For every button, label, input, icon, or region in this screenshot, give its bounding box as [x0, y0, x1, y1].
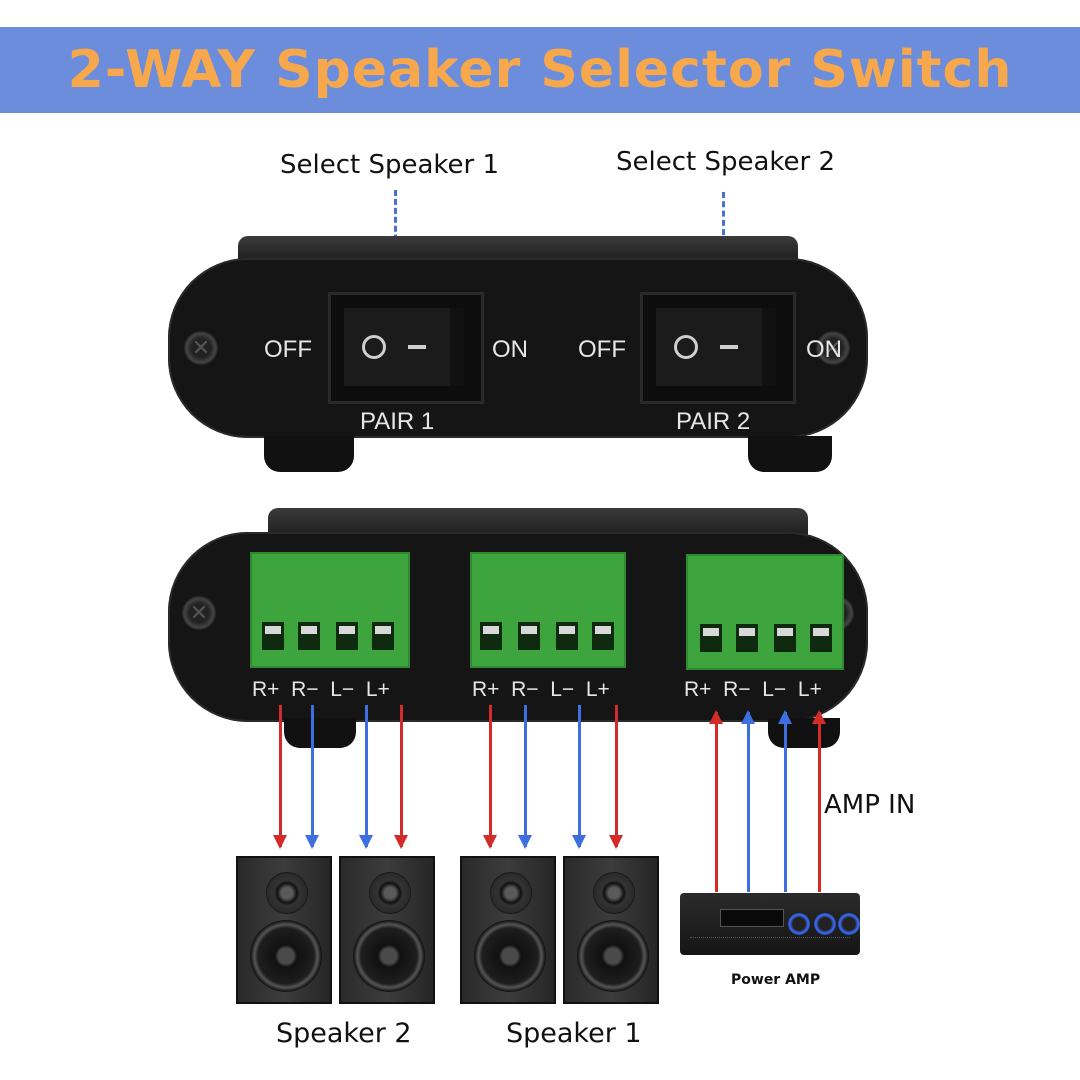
amp-display	[720, 909, 784, 927]
label-l-minus: L−	[330, 678, 355, 701]
label-r-plus: R+	[472, 678, 500, 701]
speaker-icon	[339, 856, 435, 1004]
screw-icon: ✕	[816, 331, 850, 365]
terminal-slot[interactable]	[480, 622, 502, 650]
on-symbol-icon	[720, 345, 738, 349]
wire-r-plus-down-arrow-icon	[483, 705, 497, 849]
device-foot	[748, 436, 832, 472]
off-symbol-icon	[362, 335, 386, 359]
tweeter	[266, 872, 308, 914]
knob-icon	[814, 913, 836, 935]
label-l-plus: L+	[585, 678, 610, 701]
speaker-icon	[460, 856, 556, 1004]
power-amp-icon	[680, 893, 860, 955]
screw-icon: ✕	[182, 596, 216, 630]
terminal-1-labels: R+ R− L− L+	[252, 678, 390, 702]
knob-icon	[838, 913, 860, 935]
woofer	[250, 920, 322, 992]
wire-r-minus-down-arrow-icon	[518, 705, 532, 849]
label-r-plus: R+	[684, 678, 712, 701]
terminal-block-3[interactable]	[686, 554, 844, 670]
terminal-slot[interactable]	[262, 622, 284, 650]
terminal-block-2[interactable]	[470, 552, 626, 668]
label-r-minus: R−	[723, 678, 751, 701]
tweeter	[490, 872, 532, 914]
switch-1-on-label: ON	[492, 336, 528, 363]
terminal-slot[interactable]	[372, 622, 394, 650]
woofer	[353, 920, 425, 992]
wire-r-minus-down-arrow-icon	[305, 705, 319, 849]
callout-select-speaker-2: Select Speaker 2	[616, 147, 836, 177]
terminal-slot[interactable]	[556, 622, 578, 650]
wire-l-minus-down-arrow-icon	[572, 705, 586, 849]
front-device: ✕ ✕ OFF ON PAIR 1 OFF ON PAIR 2	[168, 236, 868, 476]
speaker-icon	[236, 856, 332, 1004]
label-r-minus: R−	[511, 678, 539, 701]
terminal-slot[interactable]	[298, 622, 320, 650]
terminal-slot[interactable]	[700, 624, 722, 652]
wire-l-minus-down-arrow-icon	[359, 705, 373, 849]
wire-amp-l-minus-up-arrow-icon	[778, 710, 792, 892]
terminal-block-1[interactable]	[250, 552, 410, 668]
speaker-2-caption: Speaker 2	[276, 1018, 412, 1049]
wire-r-plus-down-arrow-icon	[273, 705, 287, 849]
amp-in-label: AMP IN	[824, 790, 916, 820]
terminal-slot[interactable]	[518, 622, 540, 650]
pair-1-rocker-switch[interactable]	[344, 308, 464, 386]
wire-amp-r-plus-up-arrow-icon	[709, 710, 723, 892]
terminal-slot[interactable]	[774, 624, 796, 652]
terminal-slot[interactable]	[592, 622, 614, 650]
screw-icon: ✕	[184, 331, 218, 365]
amp-controls-row	[690, 937, 850, 944]
device-foot	[284, 718, 356, 748]
switch-1-off-label: OFF	[264, 336, 312, 363]
device-top-face	[238, 236, 798, 262]
pair-1-label: PAIR 1	[360, 408, 435, 435]
wire-amp-l-plus-up-arrow-icon	[812, 710, 826, 892]
knob-icon	[788, 913, 810, 935]
terminal-slot[interactable]	[336, 622, 358, 650]
wire-amp-r-minus-up-arrow-icon	[741, 710, 755, 892]
woofer	[474, 920, 546, 992]
label-r-minus: R−	[291, 678, 319, 701]
tweeter	[369, 872, 411, 914]
title-banner: 2-WAY Speaker Selector Switch	[0, 27, 1080, 113]
back-device: ✕ ✕ R+ R− L− L+ R+ R− L− L+ R+ R− L−	[168, 508, 868, 748]
label-l-plus: L+	[365, 678, 390, 701]
label-l-plus: L+	[797, 678, 822, 701]
switch-2-off-label: OFF	[578, 336, 626, 363]
speaker-1-caption: Speaker 1	[506, 1018, 642, 1049]
terminal-3-labels: R+ R− L− L+	[684, 678, 822, 702]
switch-2-on-label: ON	[806, 336, 842, 363]
label-l-minus: L−	[762, 678, 787, 701]
callout-select-speaker-1: Select Speaker 1	[280, 150, 500, 180]
terminal-slot[interactable]	[736, 624, 758, 652]
terminal-slot[interactable]	[810, 624, 832, 652]
terminal-2-labels: R+ R− L− L+	[472, 678, 610, 702]
power-amp-label: Power AMP	[731, 972, 821, 988]
off-symbol-icon	[674, 335, 698, 359]
pair-2-label: PAIR 2	[676, 408, 751, 435]
woofer	[577, 920, 649, 992]
label-r-plus: R+	[252, 678, 280, 701]
speaker-icon	[563, 856, 659, 1004]
wire-l-plus-down-arrow-icon	[609, 705, 623, 849]
tweeter	[593, 872, 635, 914]
device-top-face	[268, 508, 808, 536]
on-symbol-icon	[408, 345, 426, 349]
device-foot	[264, 436, 354, 472]
wire-l-plus-down-arrow-icon	[394, 705, 408, 849]
label-l-minus: L−	[550, 678, 575, 701]
pair-2-rocker-switch[interactable]	[656, 308, 776, 386]
page-title: 2-WAY Speaker Selector Switch	[67, 40, 1013, 100]
